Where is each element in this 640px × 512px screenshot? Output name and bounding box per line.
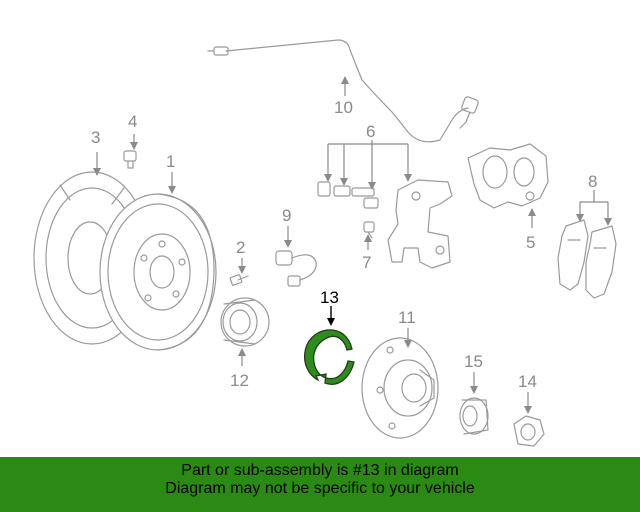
part-11-wheel-hub	[361, 337, 439, 439]
part-10-brake-line	[207, 39, 479, 143]
callout-6: 6	[366, 122, 375, 141]
callout-3: 3	[91, 128, 100, 147]
info-banner: Part or sub-assembly is #13 in diagram D…	[0, 457, 640, 512]
part-12-wheel-bearing	[220, 297, 270, 347]
callout-4: 4	[128, 112, 137, 131]
part-1-brake-disc	[99, 193, 217, 351]
part-9-wear-sensor	[275, 250, 317, 287]
part-2-bolt	[229, 274, 249, 286]
banner-line-disclaimer: Diagram may not be specific to your vehi…	[165, 480, 475, 497]
callout-12: 12	[230, 371, 249, 390]
part-5-caliper	[467, 143, 549, 209]
parts-diagram: 3 4 1 2 12 10 6 7 9 5 8 13 11 15 14	[33, 39, 617, 447]
callout-13: 13	[320, 288, 339, 307]
callout-15: 15	[464, 352, 483, 371]
leader-lines	[93, 76, 612, 414]
callout-7: 7	[362, 253, 371, 272]
part-14-axle-nut	[513, 415, 545, 447]
part-15-nut	[459, 397, 489, 435]
part-6-caliper-carrier	[317, 179, 453, 269]
callout-11: 11	[398, 308, 416, 327]
part-7-bolt	[363, 221, 375, 239]
callout-2: 2	[236, 238, 245, 257]
callout-1: 1	[166, 152, 175, 171]
callout-14: 14	[518, 372, 537, 391]
callout-9: 9	[282, 206, 291, 225]
part-4-bolt	[123, 150, 137, 169]
banner-line-part: Part or sub-assembly is #13 in diagram	[181, 462, 459, 479]
callout-5: 5	[526, 233, 535, 252]
callout-8: 8	[588, 172, 597, 191]
part-8-brake-pads	[557, 219, 617, 299]
callout-10: 10	[334, 98, 353, 117]
part-13-circlip	[304, 329, 355, 385]
